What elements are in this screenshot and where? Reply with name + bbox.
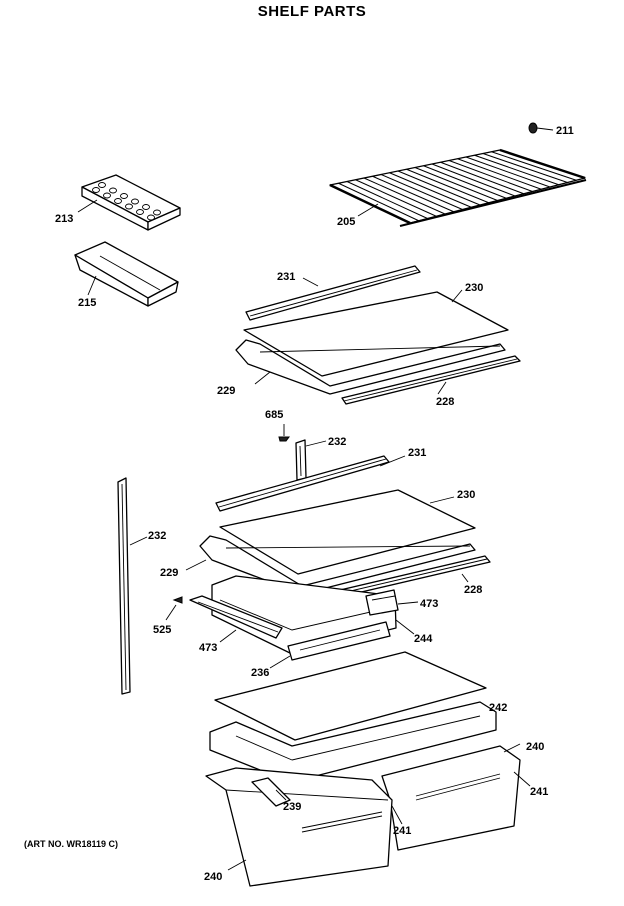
wire <box>423 165 507 199</box>
label-685: 685 <box>265 409 283 421</box>
part-231-upper-trim <box>245 265 421 321</box>
label-230-lower: 230 <box>457 489 475 501</box>
part-211-knob <box>528 122 554 134</box>
label-211: 211 <box>556 125 574 137</box>
part-228-upper-rail <box>341 355 521 405</box>
diagram-title: SHELF PARTS <box>257 3 367 20</box>
part-473-rail-left <box>189 595 283 643</box>
label-230-upper: 230 <box>465 282 483 294</box>
egg-cup <box>153 209 161 216</box>
wire <box>465 156 551 188</box>
label-228-upper: 228 <box>436 396 454 408</box>
part-229-upper-frame <box>235 339 506 395</box>
wire <box>414 167 498 201</box>
label-473-left: 473 <box>199 642 217 654</box>
part-525-clip <box>165 596 183 621</box>
part-230-upper-glass <box>243 289 509 377</box>
wire <box>474 154 559 186</box>
egg-cup <box>125 203 133 210</box>
part-240-drawer-left <box>205 767 393 887</box>
label-242: 242 <box>489 702 507 714</box>
egg-cup <box>136 209 144 215</box>
label-228-lower: 228 <box>464 584 482 596</box>
wire <box>448 160 533 192</box>
wire <box>372 175 454 213</box>
wire <box>380 174 463 210</box>
part-236-frame <box>211 575 397 669</box>
part-231-lower-trim <box>215 455 406 512</box>
wire <box>397 170 481 206</box>
wire <box>406 168 489 204</box>
wire <box>440 161 524 195</box>
wire <box>355 179 437 217</box>
label-231-upper: 231 <box>277 271 295 283</box>
label-239: 239 <box>283 801 301 813</box>
egg-cup <box>147 214 155 221</box>
label-236: 236 <box>251 667 269 679</box>
part-239-divider <box>251 777 291 807</box>
part-215-bin <box>74 241 179 307</box>
wire <box>431 163 516 197</box>
egg-cup <box>109 187 117 194</box>
egg-cup <box>114 198 122 204</box>
label-525: 525 <box>153 624 171 636</box>
wire <box>457 158 542 190</box>
part-crisper-frame <box>209 701 497 783</box>
wire <box>482 153 568 183</box>
label-205: 205 <box>337 216 355 228</box>
part-473-rail-right <box>365 589 419 616</box>
label-232-bracket: 232 <box>328 436 346 448</box>
label-229-upper: 229 <box>217 385 235 397</box>
part-244-support <box>395 619 415 635</box>
label-240-right: 240 <box>526 741 544 753</box>
wire <box>346 181 428 219</box>
wire <box>389 172 472 208</box>
label-229-lower: 229 <box>160 567 178 579</box>
wire <box>491 151 577 181</box>
part-213-egg-tray <box>77 174 181 231</box>
label-215: 215 <box>78 297 96 309</box>
part-205-wire-shelf <box>329 148 587 227</box>
egg-cup <box>98 182 106 188</box>
label-241-left: 241 <box>393 825 411 837</box>
part-240-drawer-right <box>381 743 521 851</box>
part-230-lower-glass <box>219 489 476 575</box>
part-232-side-rail <box>117 477 148 695</box>
label-231-lower: 231 <box>408 447 426 459</box>
egg-cup <box>142 204 150 210</box>
art-number: (ART NO. WR18119 C) <box>24 839 119 849</box>
wire <box>338 182 419 222</box>
label-213: 213 <box>55 213 73 225</box>
part-241-handles <box>391 771 531 825</box>
part-685-screw <box>278 424 290 442</box>
egg-cup <box>120 193 128 199</box>
egg-cup <box>92 187 100 193</box>
wire <box>363 177 446 215</box>
egg-cup <box>131 198 139 205</box>
label-244: 244 <box>414 633 433 645</box>
label-241-right: 241 <box>530 786 548 798</box>
label-473-right: 473 <box>420 598 438 610</box>
label-240-left: 240 <box>204 871 222 883</box>
egg-cup <box>103 192 111 199</box>
label-232-rail: 232 <box>148 530 166 542</box>
